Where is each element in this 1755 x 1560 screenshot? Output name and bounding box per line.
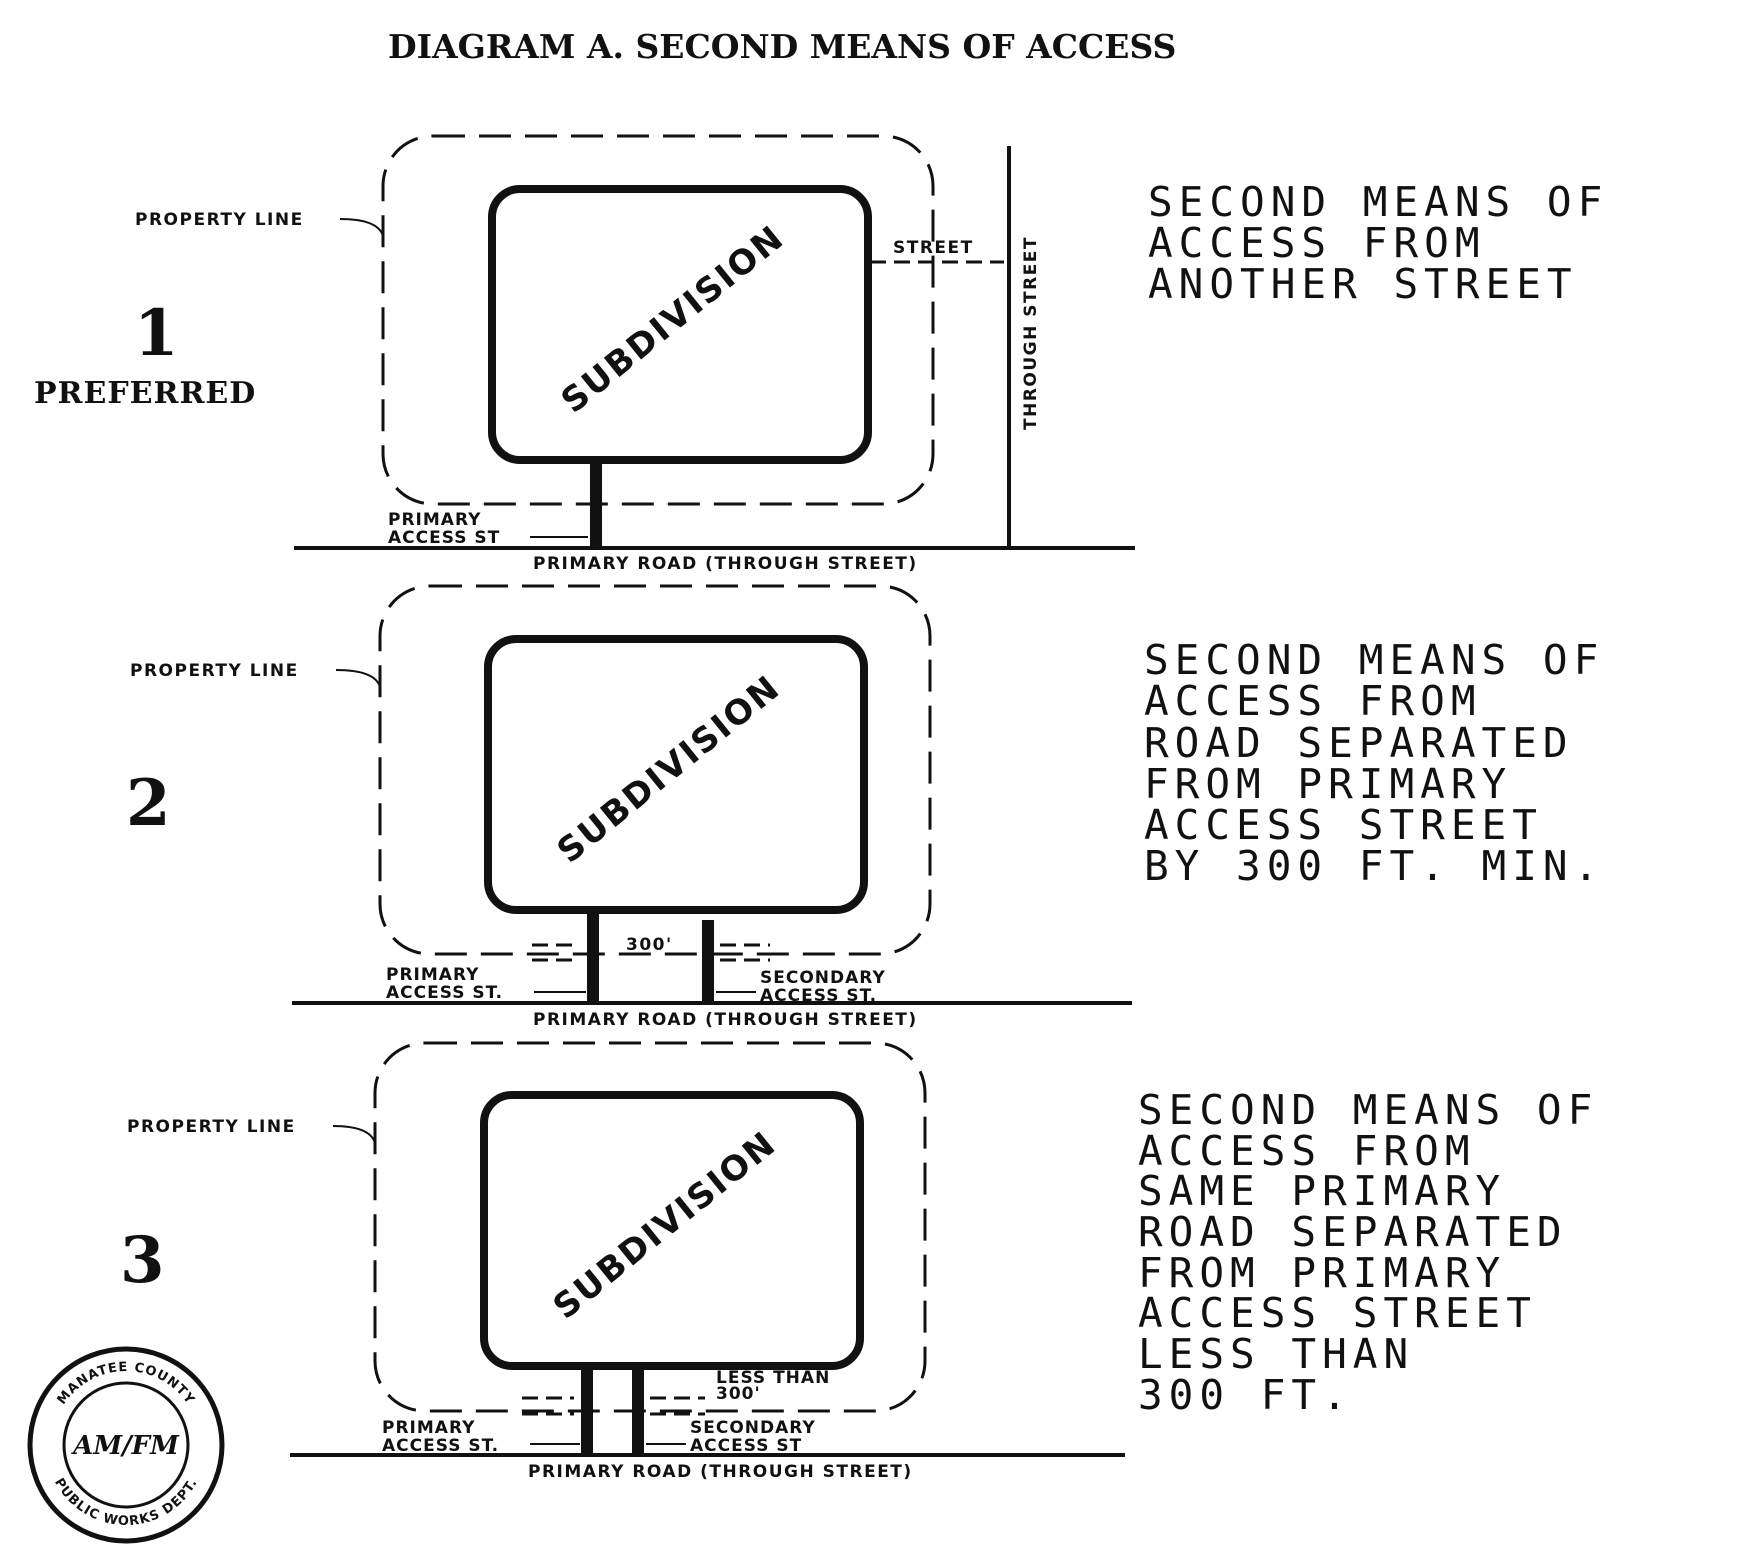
primary-access-label: PRIMARY [386, 965, 479, 985]
seal-outer-ring [27, 1346, 225, 1544]
description-line: ACCESS STREET [1144, 801, 1543, 849]
description-line: SECOND MEANS OF [1144, 636, 1604, 684]
subdivision-box [488, 185, 872, 464]
subdivision-label: SUBDIVISION [554, 218, 792, 422]
panel-3: 3 PROPERTY LINE SUBDIVISION LESS THAN 30… [120, 1041, 1598, 1482]
description-line: ROAD SEPARATED [1138, 1208, 1568, 1256]
description-line: ROAD SEPARATED [1144, 719, 1574, 767]
description-line: SECOND MEANS OF [1138, 1086, 1598, 1134]
property-line-label: PROPERTY LINE [127, 1117, 296, 1137]
distance-label: 300' [716, 1384, 761, 1404]
description-line: FROM PRIMARY [1138, 1249, 1506, 1297]
street-label: STREET [893, 238, 974, 258]
subdivision-box [484, 635, 868, 914]
secondary-access-label: ACCESS ST [690, 1436, 802, 1456]
description-line: BY 300 FT. MIN. [1144, 842, 1604, 890]
property-line-leader [335, 669, 381, 688]
property-line-label: PROPERTY LINE [130, 661, 299, 681]
subdivision-box [480, 1091, 864, 1370]
description-line: ACCESS STREET [1138, 1289, 1537, 1337]
county-seal: MANATEE COUNTY PUBLIC WORKS DEPT. AM/FM [27, 1346, 225, 1544]
primary-road-label: PRIMARY ROAD (THROUGH STREET) [533, 1010, 918, 1030]
primary-access-label: PRIMARY [382, 1418, 475, 1438]
secondary-access-label: SECONDARY [760, 968, 886, 988]
property-line [373, 1041, 927, 1413]
distance-label: LESS THAN [716, 1368, 830, 1388]
seal-monogram: AM/FM [70, 1431, 180, 1461]
description-line: ACCESS FROM [1148, 219, 1486, 267]
description-line: SAME PRIMARY [1138, 1167, 1506, 1215]
diagram-title: DIAGRAM A. SECOND MEANS OF ACCESS [388, 27, 1176, 66]
description-line: LESS THAN [1138, 1330, 1414, 1378]
panel-1: 1 PREFERRED PROPERTY LINE SUBDIVISION ST… [34, 134, 1608, 574]
seal-inner-ring [62, 1381, 190, 1509]
panel-2: 2 PROPERTY LINE SUBDIVISION 300' PRIMARY… [126, 584, 1604, 1030]
through-street-label: THROUGH STREET [1021, 236, 1041, 430]
subdivision-label: SUBDIVISION [546, 1124, 784, 1328]
primary-access-label: PRIMARY [388, 510, 481, 530]
primary-access-label: ACCESS ST. [386, 983, 503, 1003]
panel-number: 2 [126, 766, 171, 841]
primary-road-label: PRIMARY ROAD (THROUGH STREET) [533, 554, 918, 574]
primary-access-label: ACCESS ST. [382, 1436, 499, 1456]
panel-subtitle: PREFERRED [34, 376, 256, 411]
property-line-leader [332, 1125, 376, 1144]
property-line [381, 134, 935, 506]
property-line-leader [339, 218, 384, 237]
primary-road-label: PRIMARY ROAD (THROUGH STREET) [528, 1462, 913, 1482]
description-line: FROM PRIMARY [1144, 760, 1512, 808]
panel-number: 1 [134, 296, 179, 371]
primary-access-label: ACCESS ST [388, 528, 500, 548]
description-line: SECOND MEANS OF [1148, 178, 1608, 226]
property-line [378, 584, 932, 956]
seal-bottom-text: PUBLIC WORKS DEPT. [51, 1476, 201, 1529]
property-line-label: PROPERTY LINE [135, 210, 304, 230]
panel-number: 3 [120, 1223, 165, 1298]
subdivision-label: SUBDIVISION [550, 668, 788, 872]
description-line: 300 FT. [1138, 1371, 1353, 1419]
secondary-access-label: SECONDARY [690, 1418, 816, 1438]
description-line: ACCESS FROM [1144, 677, 1482, 725]
description-line: ACCESS FROM [1138, 1127, 1476, 1175]
description-line: ANOTHER STREET [1148, 260, 1578, 308]
distance-label: 300' [626, 935, 673, 955]
